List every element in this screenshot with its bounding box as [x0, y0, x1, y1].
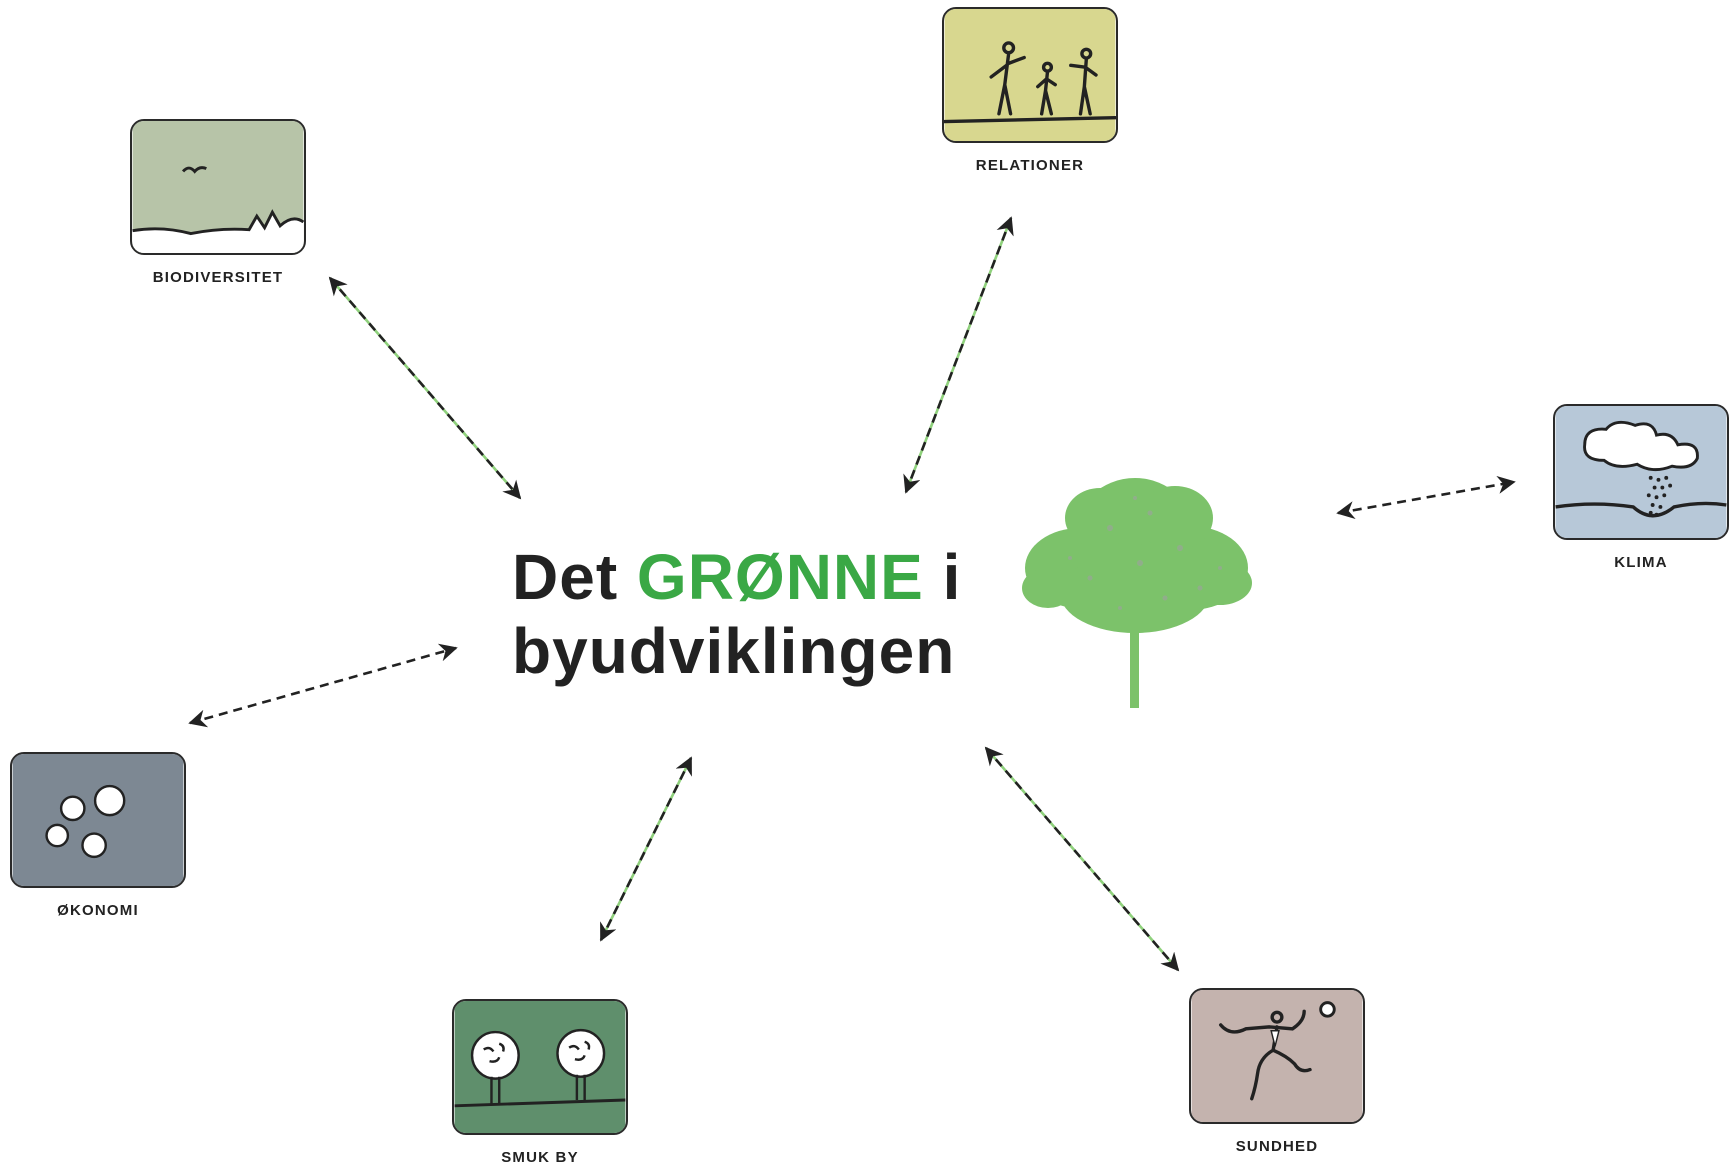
label-relationer: RELATIONER [975, 157, 1085, 174]
arrow-sundhed [984, 746, 1180, 972]
tile-smuk-by [452, 999, 628, 1135]
coins-icon [12, 754, 184, 886]
tile-biodiversitet [130, 119, 306, 255]
cloud-rain-icon [1555, 406, 1727, 538]
arrow-biodiversitet [328, 276, 522, 500]
arrow-klima [1336, 475, 1516, 520]
node-klima: KLIMA [1553, 404, 1729, 571]
title-line-2: byudviklingen [512, 615, 956, 687]
people-family-icon [944, 9, 1116, 141]
landscape-bird-icon [132, 121, 304, 253]
title-line-1: Det GRØNNE i [512, 540, 961, 614]
node-okonomi: ØKONOMI [10, 752, 186, 919]
label-okonomi: ØKONOMI [57, 902, 139, 919]
node-biodiversitet: BIODIVERSITET [130, 119, 306, 286]
label-smuk-by: SMUK BY [501, 1149, 579, 1166]
tile-klima [1553, 404, 1729, 540]
runner-ball-icon [1191, 990, 1363, 1122]
label-sundhed: SUNDHED [1235, 1138, 1319, 1155]
node-sundhed: SUNDHED [1189, 988, 1365, 1155]
title-text-det: Det [512, 541, 637, 613]
label-biodiversitet: BIODIVERSITET [152, 269, 284, 286]
title-text-gronne: GRØNNE [636, 541, 924, 613]
title-text-i: i [923, 541, 962, 613]
arrow-relationer [903, 216, 1014, 494]
tile-okonomi [10, 752, 186, 888]
tile-sundhed [1189, 988, 1365, 1124]
tile-relationer [942, 7, 1118, 143]
node-relationer: RELATIONER [942, 7, 1118, 174]
diagram-title: Det GRØNNE i byudviklingen [512, 540, 961, 688]
node-smuk-by: SMUK BY [452, 999, 628, 1166]
arrow-okonomi [188, 643, 458, 728]
label-klima: KLIMA [1614, 554, 1668, 571]
trees-icon [454, 1001, 626, 1133]
tree-icon [1022, 478, 1252, 708]
arrow-smuk-by [599, 756, 693, 942]
